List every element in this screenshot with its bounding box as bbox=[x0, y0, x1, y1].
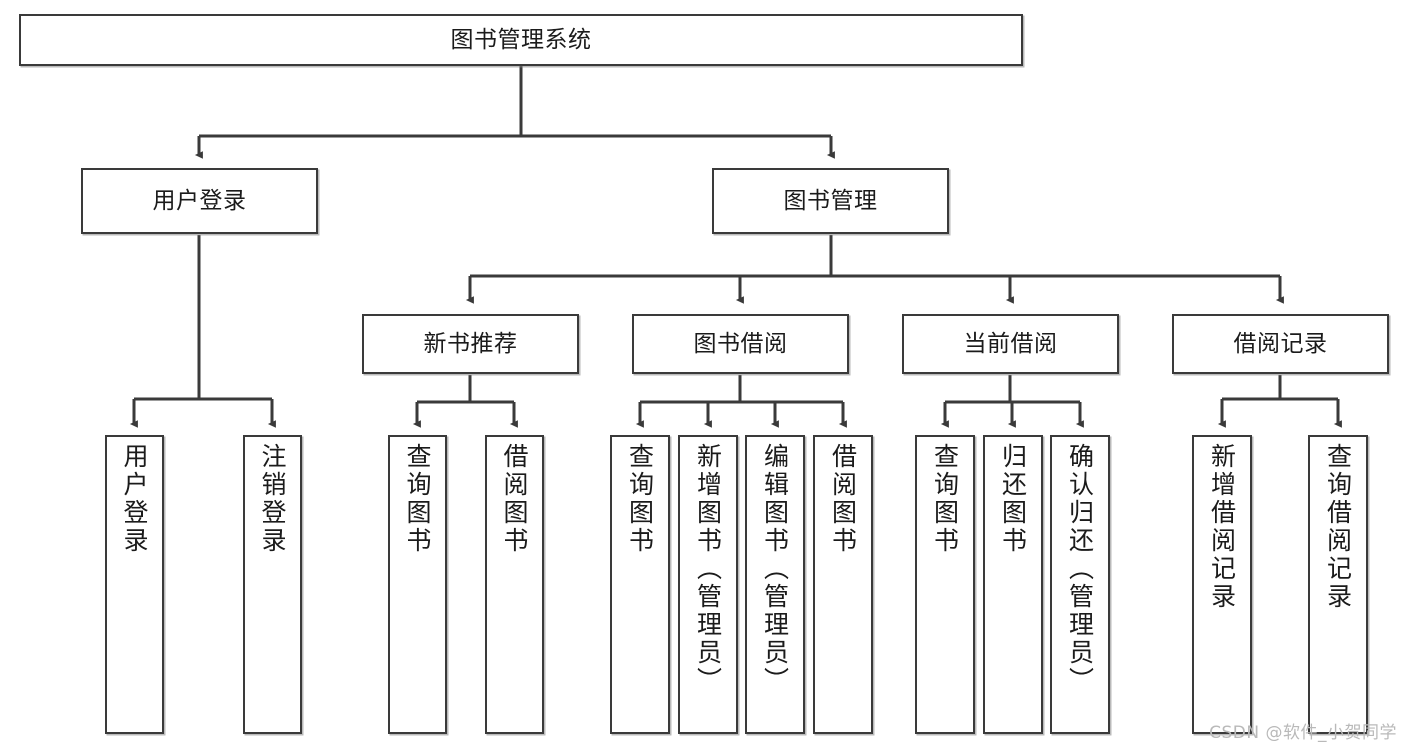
leaf-query-book-3-label: 查询图书 bbox=[930, 443, 960, 555]
node-user-login[interactable]: 用户登录 bbox=[81, 168, 318, 234]
node-root[interactable]: 图书管理系统 bbox=[19, 14, 1023, 66]
leaf-query-book-1-label: 查询图书 bbox=[403, 443, 432, 555]
leaf-query-book-2-label: 查询图书 bbox=[625, 443, 655, 555]
leaf-user-login-label: 用户登录 bbox=[120, 443, 149, 555]
leaf-add-book-label: 新增图书（管理员） bbox=[693, 443, 723, 695]
node-book-borrow-label: 图书借阅 bbox=[693, 330, 788, 357]
leaf-borrow-book-2[interactable]: 借阅图书 bbox=[813, 435, 873, 734]
leaf-query-book-3[interactable]: 查询图书 bbox=[915, 435, 975, 734]
leaf-borrow-book-1-label: 借阅图书 bbox=[500, 443, 529, 555]
leaf-query-record-label: 查询借阅记录 bbox=[1323, 443, 1353, 611]
leaf-confirm-return-label: 确认归还（管理员） bbox=[1065, 443, 1095, 695]
node-current-borrow-label: 当前借阅 bbox=[963, 330, 1058, 357]
node-book-manage[interactable]: 图书管理 bbox=[712, 168, 949, 234]
leaf-return-book[interactable]: 归还图书 bbox=[983, 435, 1043, 734]
leaf-add-record-label: 新增借阅记录 bbox=[1207, 443, 1237, 611]
leaf-query-book-1[interactable]: 查询图书 bbox=[388, 435, 447, 734]
leaf-edit-book[interactable]: 编辑图书（管理员） bbox=[745, 435, 805, 734]
leaf-user-login[interactable]: 用户登录 bbox=[105, 435, 164, 734]
leaf-query-record[interactable]: 查询借阅记录 bbox=[1308, 435, 1368, 734]
node-book-borrow[interactable]: 图书借阅 bbox=[632, 314, 849, 374]
node-borrow-record-label: 借阅记录 bbox=[1233, 330, 1328, 357]
node-root-label: 图书管理系统 bbox=[450, 26, 592, 53]
node-new-book-recommend[interactable]: 新书推荐 bbox=[362, 314, 579, 374]
node-book-manage-label: 图书管理 bbox=[783, 187, 878, 214]
csdn-watermark: CSDN @软件_小贺同学 bbox=[1209, 723, 1397, 743]
leaf-return-book-label: 归还图书 bbox=[998, 443, 1028, 555]
leaf-query-book-2[interactable]: 查询图书 bbox=[610, 435, 670, 734]
leaf-logout[interactable]: 注销登录 bbox=[243, 435, 302, 734]
leaf-borrow-book-1[interactable]: 借阅图书 bbox=[485, 435, 544, 734]
leaf-borrow-book-2-label: 借阅图书 bbox=[828, 443, 858, 555]
node-current-borrow[interactable]: 当前借阅 bbox=[902, 314, 1119, 374]
leaf-add-book[interactable]: 新增图书（管理员） bbox=[678, 435, 738, 734]
leaf-logout-label: 注销登录 bbox=[258, 443, 287, 555]
node-borrow-record[interactable]: 借阅记录 bbox=[1172, 314, 1389, 374]
leaf-add-record[interactable]: 新增借阅记录 bbox=[1192, 435, 1252, 734]
node-user-login-label: 用户登录 bbox=[152, 187, 247, 214]
leaf-confirm-return[interactable]: 确认归还（管理员） bbox=[1050, 435, 1110, 734]
leaf-edit-book-label: 编辑图书（管理员） bbox=[760, 443, 790, 695]
node-new-book-recommend-label: 新书推荐 bbox=[423, 330, 518, 357]
